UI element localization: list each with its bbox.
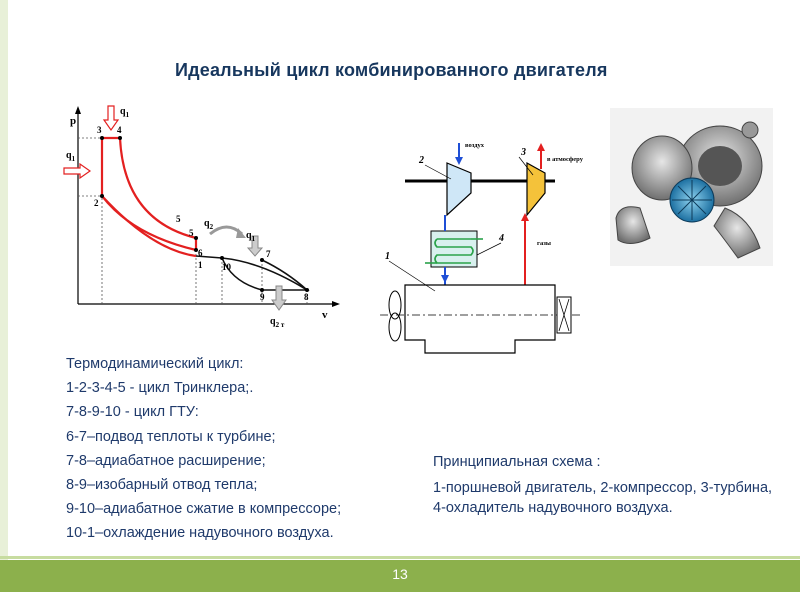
q1-top-label: q1	[120, 106, 130, 119]
compressor	[446, 162, 472, 217]
guide-lines	[78, 137, 308, 304]
label-air: воздух	[465, 142, 485, 149]
footer-highlight	[0, 556, 800, 559]
desc-line-7: 9-10–адиабатное сжатие в компрессоре;	[66, 501, 342, 518]
outlet-pipe	[713, 207, 761, 259]
point-5: 5	[189, 228, 194, 238]
schema-body: 1-поршневой двигатель, 2-компрессор, 3-т…	[433, 480, 773, 516]
point-6: 6	[198, 248, 203, 258]
schema-num-4: 4	[498, 233, 504, 244]
propeller-top	[388, 290, 402, 320]
schema-labels: воздух в атмосферу газы	[465, 142, 584, 247]
schema-heading: Принципиальная схема :	[433, 454, 601, 470]
point-2: 2	[94, 198, 99, 208]
pv-diagram: p v	[62, 100, 347, 332]
turbine	[526, 161, 546, 217]
schema-numbers: 2 3 1 4	[385, 147, 526, 262]
gas-flow	[425, 147, 542, 298]
v-axis-label: v	[322, 309, 328, 321]
propeller-bottom	[388, 312, 402, 342]
inlet-pipe	[615, 206, 651, 244]
label-gases: газы	[537, 240, 551, 247]
point-7: 7	[266, 249, 271, 259]
q1-left-label: q1	[66, 150, 76, 163]
point-1: 1	[198, 260, 203, 270]
intercooler	[430, 230, 478, 268]
point-9: 9	[260, 292, 265, 302]
point-labels: 2 3 4 5 5 6 1 10 7 9 8	[94, 125, 309, 302]
schema-num-2: 2	[418, 155, 424, 166]
footer-bar	[0, 560, 800, 592]
engine-schema: 2 3 1 4 воздух в атмосферу газы	[380, 142, 584, 354]
heat-arrows	[63, 105, 287, 311]
v-axis-arrow	[332, 301, 340, 307]
turbocharger-image	[610, 108, 773, 266]
point-10: 10	[222, 262, 232, 272]
point-4: 4	[117, 125, 122, 135]
intercooler-coil	[434, 238, 474, 264]
schema-num-1: 1	[385, 251, 390, 262]
p-axis-label: p	[70, 115, 76, 127]
point-5a: 5	[176, 214, 181, 224]
desc-line-4: 6-7–подвод теплоты к турбине;	[66, 428, 276, 445]
cycle-points	[100, 136, 309, 292]
desc-line-2: 1-2-3-4-5 - цикл Тринклера;.	[66, 380, 254, 397]
point-3: 3	[97, 125, 102, 135]
cycle-description: Термодинамический цикл: 1-2-3-4-5 - цикл…	[66, 352, 341, 546]
desc-line-8: 10-1–охлаждение надувочного воздуха.	[66, 525, 334, 542]
heat-labels: q1 q1 q2 q1 q2 т	[66, 106, 285, 329]
left-accent-bar	[0, 0, 8, 560]
desc-line-1: Термодинамический цикл:	[66, 356, 244, 372]
q2-label: q2	[204, 218, 214, 231]
slide-title: Идеальный цикл комбинированного двигател…	[175, 60, 608, 80]
p-axis-arrow	[75, 106, 81, 114]
desc-line-3: 7-8-9-10 - цикл ГТУ:	[66, 404, 199, 421]
leader-lines	[388, 156, 534, 292]
desc-line-5: 7-8–адиабатное расширение;	[66, 452, 266, 469]
page-number: 13	[392, 566, 408, 582]
schema-num-3: 3	[520, 147, 526, 158]
q1-right-label: q1	[246, 230, 256, 243]
point-8: 8	[304, 292, 309, 302]
schema-description: Принципиальная схема : 1-поршневой двига…	[433, 452, 773, 518]
q2t-label: q2 т	[270, 316, 285, 329]
desc-line-6: 8-9–изобарный отвод тепла;	[66, 477, 258, 494]
trinkler-cycle	[100, 136, 198, 258]
piston-engine	[404, 284, 556, 354]
label-atmosphere: в атмосферу	[547, 156, 584, 163]
